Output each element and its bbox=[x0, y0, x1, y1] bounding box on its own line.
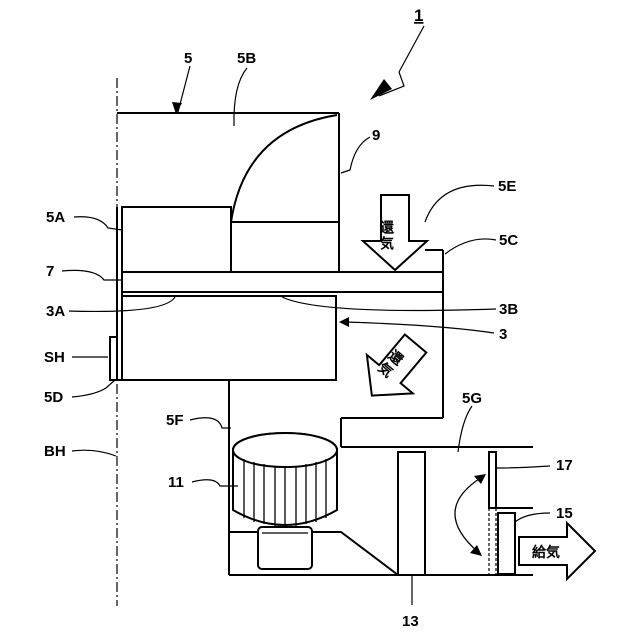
fan-top-cap bbox=[233, 433, 337, 467]
label-5D: 5D bbox=[44, 389, 63, 406]
leader-1-arrowhead bbox=[370, 79, 392, 100]
plate-7 bbox=[122, 272, 443, 292]
leader-9 bbox=[341, 137, 370, 173]
label-1: 1 bbox=[414, 6, 423, 25]
leader-5G bbox=[458, 406, 472, 452]
heat-exchanger-3 bbox=[122, 296, 336, 380]
damper-15 bbox=[498, 513, 515, 574]
leader-BH bbox=[72, 450, 116, 456]
label-5: 5 bbox=[184, 50, 192, 67]
leader-5F bbox=[190, 418, 231, 428]
label-5G: 5G bbox=[462, 390, 482, 407]
label-3B: 3B bbox=[499, 301, 518, 318]
leader-5A bbox=[74, 217, 122, 230]
leader-15 bbox=[515, 513, 550, 522]
leader-3 bbox=[345, 322, 494, 333]
label-13: 13 bbox=[402, 613, 419, 630]
label-5F: 5F bbox=[166, 412, 184, 429]
flap-17 bbox=[489, 452, 496, 508]
supply-air-text: 給気 bbox=[532, 544, 560, 561]
leader-5B bbox=[234, 68, 247, 126]
leader-5C bbox=[445, 239, 496, 254]
label-5A: 5A bbox=[46, 209, 65, 226]
flap-swing-arc bbox=[455, 477, 482, 552]
leader-7 bbox=[62, 270, 122, 280]
label-17: 17 bbox=[556, 457, 573, 474]
fan-11 bbox=[233, 433, 337, 526]
leader-3-arrowhead bbox=[339, 317, 349, 327]
label-3: 3 bbox=[499, 326, 507, 343]
block-5A bbox=[122, 207, 231, 272]
return-air-arrow-2: 還気 bbox=[349, 324, 439, 415]
damper-9-arc bbox=[231, 115, 337, 222]
sensor-SH bbox=[110, 337, 117, 380]
leader-5E bbox=[425, 185, 494, 222]
label-5E: 5E bbox=[498, 178, 516, 195]
label-SH: SH bbox=[44, 349, 65, 366]
label-3A: 3A bbox=[46, 303, 65, 320]
return-air-arrow-1: 還気 bbox=[363, 195, 427, 270]
flap-swing-arrowhead-top bbox=[474, 474, 486, 484]
label-15: 15 bbox=[556, 505, 573, 522]
label-5B: 5B bbox=[237, 50, 256, 67]
label-7: 7 bbox=[46, 263, 54, 280]
filter-13 bbox=[398, 452, 425, 575]
leader-5D bbox=[72, 380, 115, 397]
label-9: 9 bbox=[372, 127, 380, 144]
leader-17 bbox=[496, 466, 550, 468]
label-11: 11 bbox=[168, 474, 184, 491]
supply-air-arrow: 給気 bbox=[519, 523, 595, 579]
return-air-text-1: 還気 bbox=[378, 219, 394, 252]
label-BH: BH bbox=[44, 443, 66, 460]
label-5C: 5C bbox=[499, 232, 518, 249]
leader-11 bbox=[192, 480, 238, 486]
leader-1 bbox=[399, 26, 424, 72]
fan-base bbox=[229, 532, 398, 575]
